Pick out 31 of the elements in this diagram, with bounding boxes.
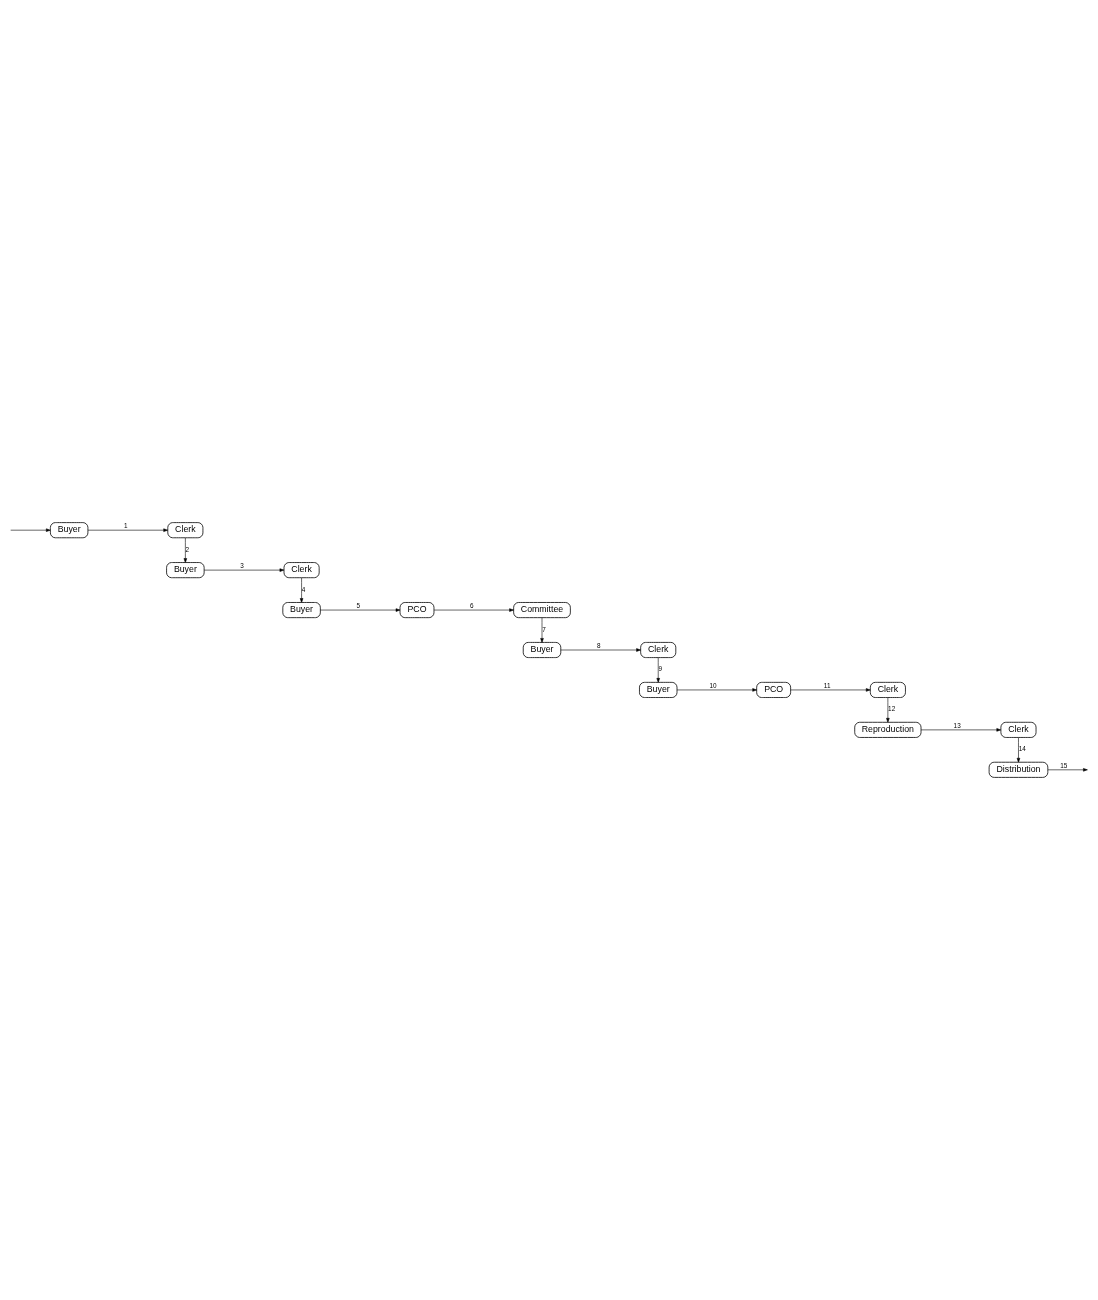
node-box: PCO xyxy=(399,602,435,619)
arrow xyxy=(676,688,757,692)
arrow xyxy=(540,617,544,643)
arrow xyxy=(10,528,51,532)
node-box: Clerk xyxy=(283,562,320,579)
arrow xyxy=(656,657,660,683)
node-box: Buyer xyxy=(49,522,89,539)
arrow xyxy=(299,577,304,603)
arrow xyxy=(320,608,401,612)
node-box: Buyer xyxy=(166,562,205,579)
node-box: Clerk xyxy=(869,681,906,698)
node-box: Buyer xyxy=(282,602,321,619)
node-box: Clerk xyxy=(1000,721,1037,738)
node-box: PCO xyxy=(756,681,792,698)
arrow xyxy=(203,568,285,572)
node-box: Buyer xyxy=(522,642,562,658)
arrow xyxy=(183,537,188,563)
arrow xyxy=(433,608,514,612)
arrow xyxy=(790,688,871,692)
arrow xyxy=(1016,737,1021,763)
arrow xyxy=(560,648,641,652)
node-box: Clerk xyxy=(640,642,677,658)
node-box: Committee xyxy=(513,602,571,619)
arrow xyxy=(886,697,890,723)
arrow xyxy=(920,728,1002,732)
arrow xyxy=(1047,768,1088,772)
node-box: Clerk xyxy=(167,522,204,539)
node-box: Distribution xyxy=(988,761,1049,778)
node-box: Reproduction xyxy=(854,721,922,738)
node-box: Buyer xyxy=(639,681,678,698)
arrow xyxy=(87,528,168,532)
